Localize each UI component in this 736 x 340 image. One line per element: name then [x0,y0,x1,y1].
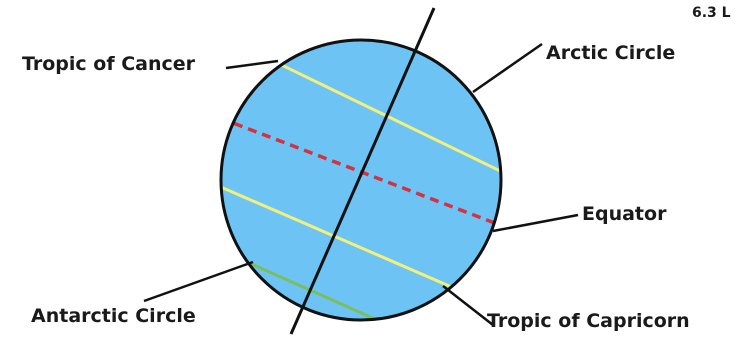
arctic-circle-label: Arctic Circle [546,44,675,63]
equator-leader [493,215,578,231]
antarctic-circle-leader [144,262,253,301]
tropic-of-capricorn-label: Tropic of Capricorn [487,312,690,331]
tropic-of-capricorn-leader [443,286,493,325]
tropic-of-cancer-leader [226,61,278,68]
tropic-of-cancer-label: Tropic of Cancer [22,55,195,74]
equator-label: Equator [582,205,666,224]
arctic-circle-leader [473,44,542,92]
antarctic-circle-label: Antarctic Circle [31,307,196,326]
